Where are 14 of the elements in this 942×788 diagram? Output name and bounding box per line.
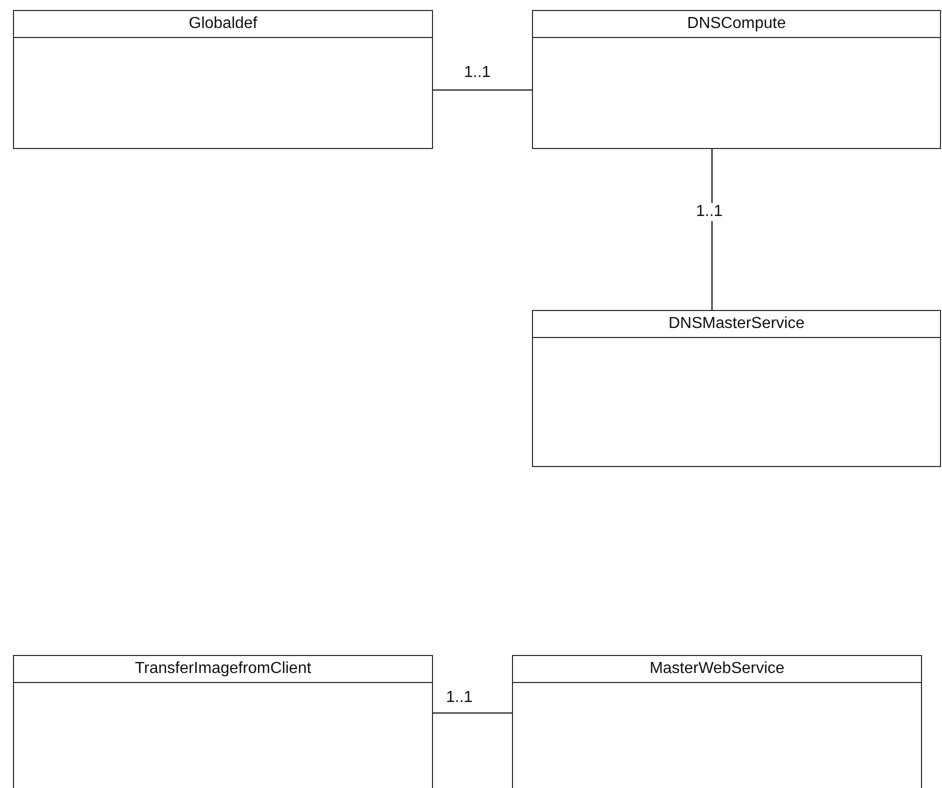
class-name: TransferImagefromClient [134,660,312,677]
multiplicity-label: 1..1 [694,203,725,221]
connector-line [433,89,532,91]
class-name: Globaldef [188,15,258,32]
class-name: MasterWebService [650,660,784,677]
class-name: DNSMasterService [668,315,805,332]
class-box [13,10,433,149]
connector-line [711,149,713,310]
class-box [512,655,922,788]
class-box [532,10,941,149]
connector-line [433,712,512,714]
class-box [13,655,433,788]
class-box [532,310,941,467]
class-name: DNSCompute [687,15,786,32]
